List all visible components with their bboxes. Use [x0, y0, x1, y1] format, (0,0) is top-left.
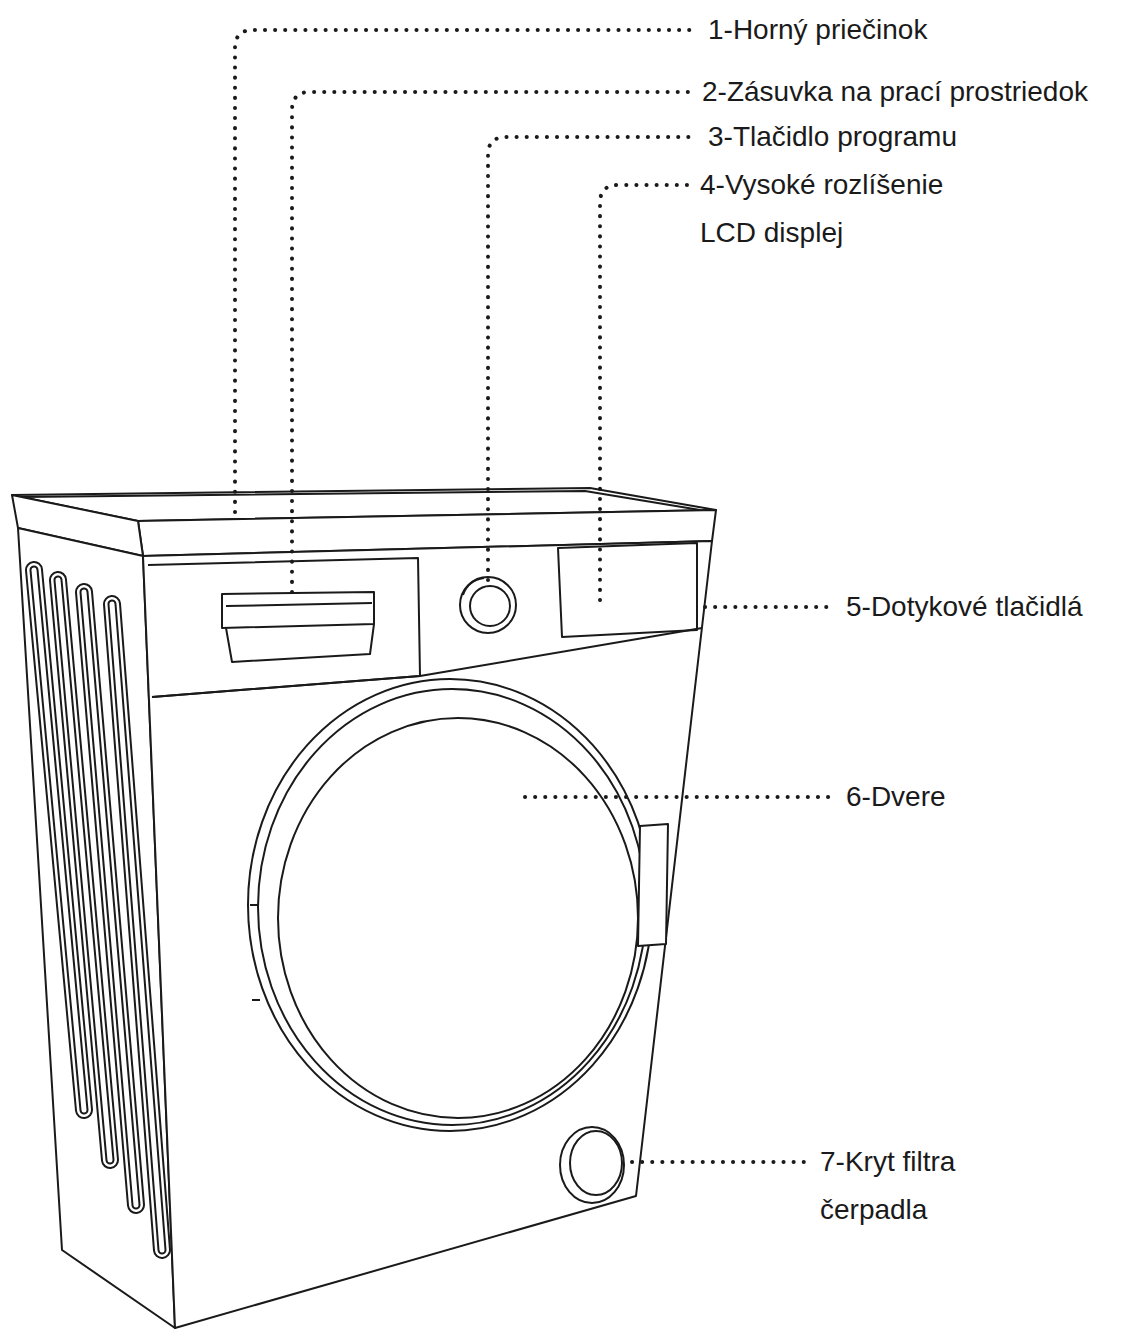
- door-handle: [638, 824, 668, 946]
- filter-cover-inner: [570, 1131, 622, 1195]
- door-hinge: [250, 905, 260, 1000]
- callout-label: 4-Vysoké rozlíšenie LCD displej: [698, 161, 978, 257]
- machine-body: [12, 488, 716, 1328]
- door-ring: [248, 679, 652, 1131]
- vent-slot: [112, 604, 162, 1250]
- lcd-display: [558, 543, 697, 637]
- knob-rim: [463, 578, 484, 595]
- side-vents: [34, 570, 162, 1250]
- vent-slot: [112, 604, 162, 1250]
- door-ring-inner: [258, 689, 646, 1125]
- leader-line: [525, 795, 832, 799]
- leader-line: [705, 605, 832, 609]
- leader-line: [292, 92, 690, 592]
- callout-label: 2-Zásuvka na prací prostriedok: [700, 68, 1090, 116]
- callout-label: 6-Dvere: [844, 773, 948, 821]
- callout-label: 1-Horný priečinok: [706, 6, 929, 54]
- leader-line: [632, 1160, 806, 1164]
- drawer-recess: [148, 558, 420, 697]
- drawer-handle: [226, 624, 374, 662]
- vent-slot: [112, 604, 162, 1250]
- leader-line: [600, 185, 690, 600]
- top-edge: [22, 491, 700, 510]
- drawer-edge: [226, 603, 372, 606]
- leader-line: [488, 137, 697, 580]
- program-knob: [460, 577, 516, 633]
- program-knob-inner: [470, 586, 510, 626]
- callout-label: 7-Kryt filtra čerpadla: [818, 1138, 1002, 1234]
- leader-line: [235, 30, 695, 512]
- callout-label: 3-Tlačidlo programu: [706, 113, 959, 161]
- callout-label: 5-Dotykové tlačidlá: [844, 583, 1085, 631]
- vent-slot: [112, 604, 162, 1250]
- front-panel: [143, 541, 712, 1328]
- door-glass: [278, 718, 638, 1118]
- detergent-drawer: [222, 592, 374, 628]
- filter-cover: [560, 1127, 624, 1203]
